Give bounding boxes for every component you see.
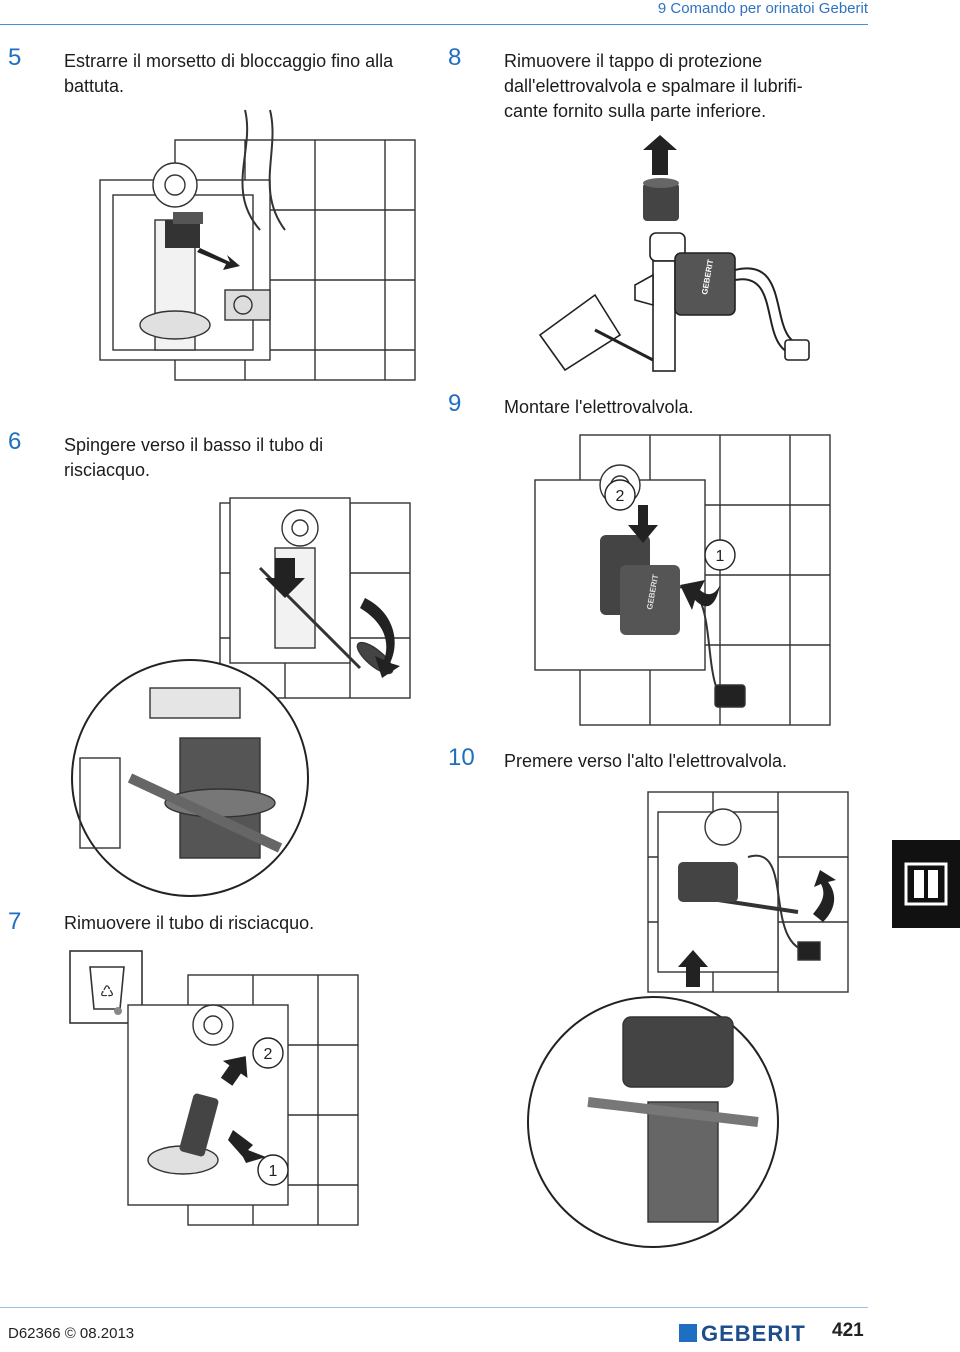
arrow-down-icon [265,558,305,598]
step-5-number: 5 [8,44,22,71]
step-6-illustration [71,497,411,897]
step-8-text: Rimuovere il tappo di protezione dall'el… [504,49,864,124]
header-title: 9 Comando per orinatoi Geberit [657,0,868,17]
svg-text:♺: ♺ [100,982,114,1001]
step-5-illustration [99,109,416,381]
callout-2-step-9: 2 [616,488,625,505]
step-7-text: Rimuovere il tubo di risciacquo. [64,913,315,933]
rotate-arrow-icon [360,598,400,678]
step-8-line-3: cante fornito sulla parte inferiore. [504,101,767,121]
callout-1-step-9: 1 [716,548,725,565]
step-10-illustration [527,791,849,1248]
step-9-number: 9 [448,390,462,417]
section-tab [892,840,960,928]
logo-square [679,1324,697,1342]
step-8-number: 8 [448,44,462,71]
arrow-up-icon [643,135,677,175]
logo-text: GEBERIT [701,1321,806,1346]
step-8-line-1: Rimuovere il tappo di protezione [504,51,763,71]
step-8-illustration: GEBERIT [538,135,810,372]
step-5-text: Estrarre il morsetto di bloccaggio fino … [64,51,394,96]
step-6-text: Spingere verso il basso il tubo di risci… [64,435,324,480]
step-8-line-2: dall'elettrovalvola e spalmare il lubrif… [504,76,803,96]
arrow-up-icon [678,950,708,987]
step-9-text: Montare l'elettrovalvola. [504,397,694,417]
header-divider [0,24,868,25]
rotate-arrow-icon [813,870,836,922]
arrow-up-icon [220,1056,248,1086]
step-6-number: 6 [8,428,22,455]
step-7-illustration: ♺ 2 1 [69,950,359,1226]
section-tab-icon [904,862,948,906]
callout-1-step-7: 1 [269,1163,278,1180]
arrow-curve-icon [680,580,720,610]
arrow-down-icon [628,505,658,543]
callout-2-step-7: 2 [264,1046,273,1063]
document-code: D62366 © 08.2013 [8,1325,135,1342]
step-10-number: 10 [448,744,475,771]
footer-divider [0,1307,868,1308]
step-9-illustration: GEBERIT 2 1 [534,434,831,726]
page-number: 421 [832,1320,864,1341]
step-7-number: 7 [8,908,22,935]
step-10-text: Premere verso l'alto l'elettrovalvola. [504,751,787,771]
arrow-down-icon [228,1130,266,1163]
geberit-logo: GEBERIT [679,1321,806,1346]
